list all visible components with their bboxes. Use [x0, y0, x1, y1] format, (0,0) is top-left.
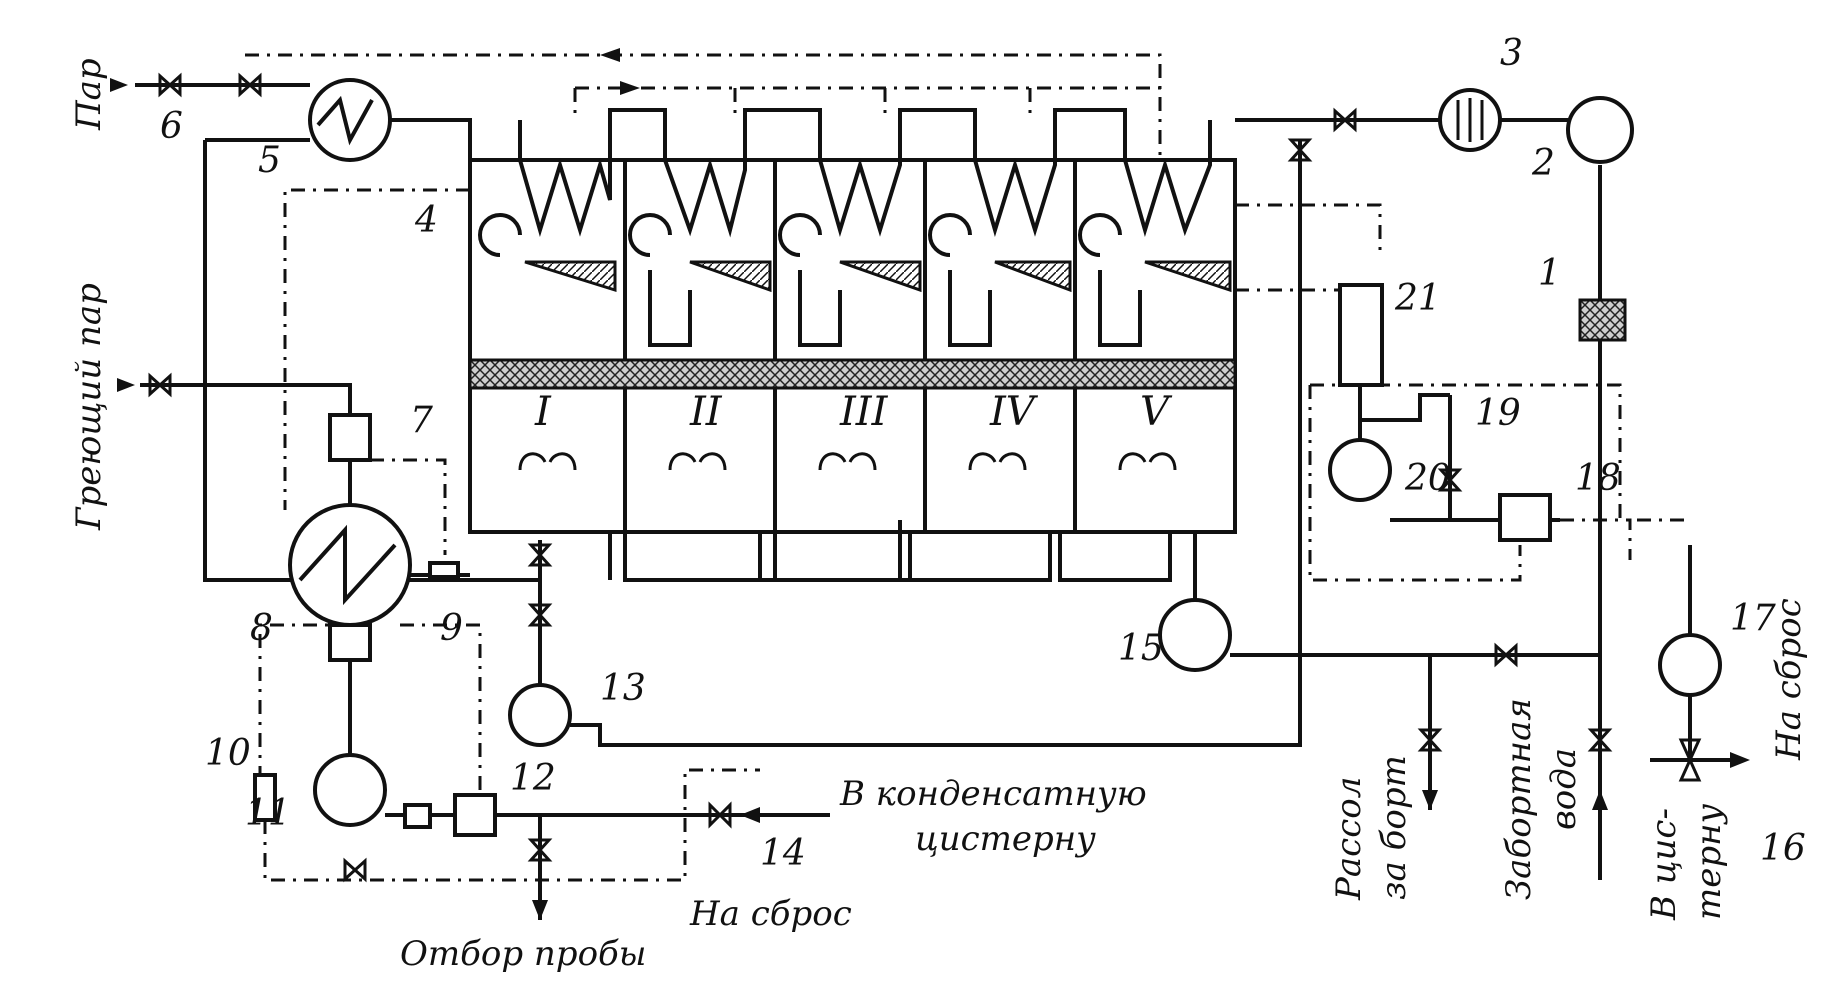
num-20: 20: [1404, 458, 1451, 499]
stage-label-2: II: [689, 389, 723, 435]
flow-arrows: [110, 48, 1750, 920]
ejector-7: [328, 413, 372, 462]
num-21: 21: [1394, 278, 1441, 319]
num-10: 10: [205, 733, 251, 774]
stage-label-3: III: [839, 389, 889, 435]
label-condensate-tank-2: цистерну: [915, 819, 1096, 859]
heater-8: [288, 503, 412, 627]
num-13: 13: [600, 668, 646, 709]
label-discharge-right: На сброс: [1769, 598, 1809, 761]
stage-label-4: IV: [989, 389, 1039, 435]
stage-label-1: I: [534, 389, 552, 435]
num-17: 17: [1730, 598, 1776, 639]
num-2: 2: [1531, 143, 1555, 184]
label-seawater-1: Забортная: [1499, 698, 1539, 900]
pump-20: [1328, 438, 1392, 502]
stage-label-5: V: [1140, 389, 1173, 435]
num-11: 11: [245, 793, 291, 834]
label-heating-steam: Греющий пар: [69, 283, 109, 531]
num-16: 16: [1760, 828, 1806, 869]
pump-2: [1566, 96, 1634, 164]
num-15: 15: [1118, 628, 1164, 669]
separator-21: [1338, 283, 1384, 387]
unit-12: [453, 793, 497, 837]
num-14: 14: [760, 833, 806, 874]
label-brine-2: за борт: [1374, 755, 1414, 900]
num-12: 12: [510, 758, 556, 799]
filter-1: [1578, 298, 1627, 342]
num-9: 9: [440, 608, 463, 649]
label-sampling: Отбор пробы: [400, 934, 646, 974]
stage-internals: [478, 108, 1232, 582]
num-6: 6: [160, 106, 183, 147]
pump-13: [508, 683, 572, 747]
label-steam: Пар: [69, 58, 109, 131]
flowmeter-17: [1658, 633, 1722, 697]
control-lines: [245, 53, 1690, 882]
label-to-tank-1: В цис-: [1644, 808, 1684, 921]
label-brine-1: Рассол: [1329, 777, 1369, 901]
num-19: 19: [1475, 393, 1521, 434]
num-18: 18: [1575, 458, 1621, 499]
num-7: 7: [410, 400, 433, 441]
num-4: 4: [414, 200, 438, 241]
label-to-tank-2: терну: [1689, 803, 1729, 920]
label-discharge: На сброс: [689, 894, 852, 934]
pump-15: [1158, 598, 1232, 672]
num-8: 8: [250, 608, 273, 649]
valves: [148, 72, 1702, 883]
num-3: 3: [1500, 33, 1523, 74]
demister-band: [468, 358, 1237, 390]
valve-9: [428, 561, 460, 579]
pump-11: [313, 753, 387, 827]
num-1: 1: [1538, 253, 1561, 294]
unit-18: [1498, 493, 1552, 542]
num-5: 5: [258, 140, 281, 181]
label-seawater-2: вода: [1544, 748, 1584, 830]
label-condensate-tank-1: В конденсатную: [839, 774, 1147, 814]
